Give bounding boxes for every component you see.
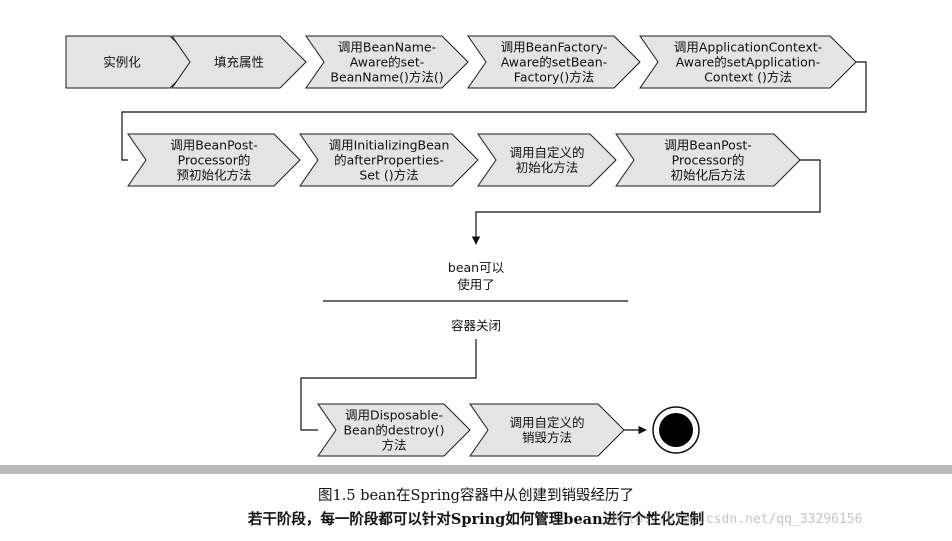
stage-label-beanname-aware-line-1: 调用BeanName- <box>338 40 436 55</box>
stage-shape-appcontext-aware <box>639 35 857 89</box>
stage-label-beanfactory-aware-line-3: Factory()方法 <box>514 70 594 85</box>
bean-lifecycle-diagram: 实例化 填充属性 调用BeanName-Aware的set-BeanName()方法… <box>65 35 867 457</box>
stage-label-appcontext-aware-line-3: Context ()方法 <box>704 70 792 85</box>
figure-caption-line-1: 图1.5 bean在Spring容器中从创建到销毁经历了 <box>318 488 634 504</box>
stage-beanname-aware: 调用BeanName-Aware的set-BeanName()方法() <box>305 35 469 89</box>
stage-shape-populate <box>171 35 307 89</box>
stage-label-custom-destroy-line-2: 销毁方法 <box>522 430 572 445</box>
stage-label-bpp-after-line-3: 初始化后方法 <box>670 168 745 183</box>
stage-label-beanfactory-aware-line-1: 调用BeanFactory- <box>501 40 608 55</box>
stage-label-custom-init-line-2: 初始化方法 <box>516 160 579 175</box>
stage-label-custom-destroy-line-1: 调用自定义的 <box>509 415 584 430</box>
stage-shape-custom-init <box>477 133 617 187</box>
stage-label-instantiate-line-1: 实例化 <box>103 55 141 70</box>
stage-shape-disposable-bean <box>317 403 471 457</box>
stage-shape-instantiate <box>65 35 197 89</box>
stage-label-appcontext-aware-line-1: 调用ApplicationContext- <box>674 40 822 55</box>
flow-connectors <box>121 61 867 435</box>
stage-appcontext-aware: 调用ApplicationContext-Aware的setApplicatio… <box>639 35 857 89</box>
stage-label-beanfactory-aware-line-2: Aware的setBean- <box>501 55 607 70</box>
stage-shape-bpp-after <box>615 133 801 187</box>
stage-label-bpp-before-line-1: 调用BeanPost- <box>170 138 258 153</box>
stage-populate: 填充属性 <box>171 35 307 89</box>
stage-label-initializing-bean-line-3: Set ()方法 <box>359 168 418 183</box>
stage-shape-bpp-before <box>127 133 301 187</box>
stage-shape-beanfactory-aware <box>467 35 641 89</box>
connector-row2-to-in-use <box>471 159 821 245</box>
figure-caption-line-2: 若干阶段，每一阶段都可以针对Spring如何管理bean进行个性化定制 <box>247 511 705 528</box>
container-closed-label: 容器关闭 <box>451 318 501 333</box>
end-node-inner-dot <box>659 413 693 447</box>
stage-label-appcontext-aware-line-2: Aware的setApplication- <box>676 55 820 70</box>
stage-label-bpp-after-line-1: 调用BeanPost- <box>664 138 752 153</box>
stage-label-bpp-after-line-2: Processor的 <box>672 153 745 168</box>
stage-label-disposable-bean-line-1: 调用Disposable- <box>345 408 443 423</box>
stage-beanfactory-aware: 调用BeanFactory-Aware的setBean-Factory()方法 <box>467 35 641 89</box>
connector-row1-to-row2 <box>121 61 867 161</box>
stage-label-beanname-aware-line-2: Aware的set- <box>350 55 425 70</box>
stage-label-custom-init-line-1: 调用自定义的 <box>509 145 584 160</box>
stage-label-bpp-before-line-2: Processor的 <box>178 153 251 168</box>
stage-shape-custom-destroy <box>469 403 625 457</box>
connector-closed-to-row3 <box>300 339 477 431</box>
bean-in-use-line-1: bean可以 <box>448 260 505 275</box>
stage-label-initializing-bean-line-2: 的afterProperties- <box>334 153 444 168</box>
stage-shape-initializing-bean <box>299 133 479 187</box>
stage-shape-beanname-aware <box>305 35 469 89</box>
stage-label-disposable-bean-line-2: Bean的destroy() <box>343 423 444 438</box>
footer-divider-band <box>0 465 952 474</box>
stage-label-disposable-bean-line-3: 方法 <box>381 438 406 453</box>
stage-disposable-bean: 调用Disposable-Bean的destroy()方法 <box>317 403 471 457</box>
bean-in-use-line-2: 使用了 <box>457 277 495 292</box>
stage-label-beanname-aware-line-3: BeanName()方法() <box>330 70 443 85</box>
stage-label-bpp-before-line-3: 预初始化方法 <box>176 168 251 183</box>
stage-instantiate: 实例化 <box>65 35 197 89</box>
blog-watermark: http://blog.csdn.net/qq_33296156 <box>612 512 863 527</box>
stage-label-populate-line-1: 填充属性 <box>214 55 264 70</box>
stage-label-initializing-bean-line-1: 调用InitializingBean <box>329 138 450 153</box>
